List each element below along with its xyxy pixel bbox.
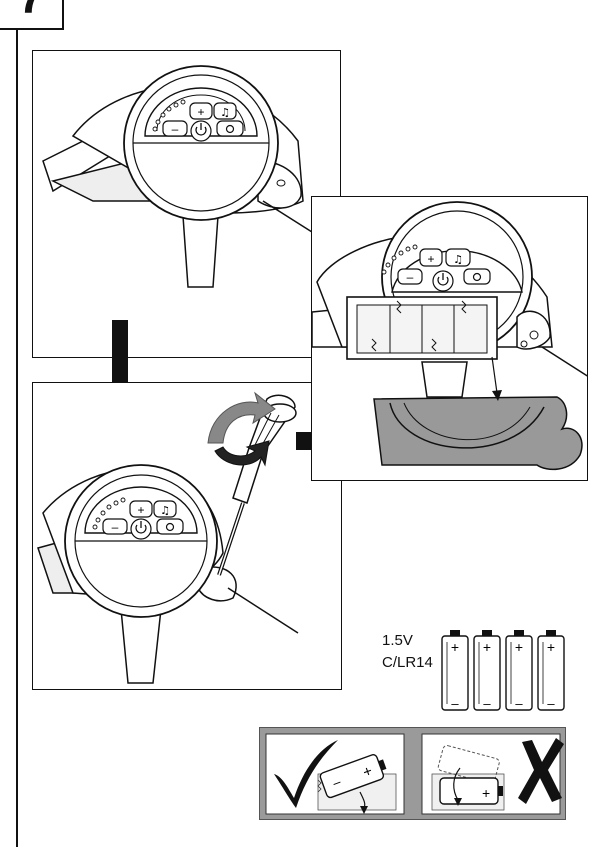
minus-button-label: – — [172, 122, 179, 136]
battery-plus-label: + — [515, 639, 523, 655]
battery-insert-correct: – + — [319, 754, 387, 799]
battery-minus-label: – — [451, 696, 459, 711]
insertion-illustration: – + + — [265, 733, 564, 815]
battery-icon: + – — [537, 630, 565, 711]
music-note-icon: ♫ — [220, 106, 230, 119]
step-number: 7 — [18, 0, 45, 22]
cross-icon — [518, 738, 564, 804]
plus-button-label: + — [137, 503, 144, 517]
timer-icon — [165, 522, 175, 532]
battery-minus-label: – — [547, 696, 555, 711]
device-open-illustration: + – ♫ — [312, 201, 587, 471]
battery-set-icon: + – + – + – + – — [441, 630, 565, 711]
plus-button-label: + — [197, 105, 204, 119]
panel-compartment-open: + – ♫ — [311, 196, 588, 481]
music-note-icon: ♫ — [160, 504, 170, 517]
battery-icon: + – — [473, 630, 501, 711]
power-icon — [195, 126, 207, 136]
timer-icon — [225, 124, 235, 134]
battery-type: C/LR14 — [382, 654, 433, 671]
minus-button-label: – — [112, 520, 119, 534]
step-number-box — [0, 0, 64, 30]
battery-insert-wrong-ghost — [437, 745, 500, 785]
battery-compartment — [346, 296, 498, 360]
insert-arrow-icon — [453, 767, 461, 801]
power-icon — [437, 276, 449, 286]
margin-line — [16, 30, 18, 847]
timer-icon — [472, 272, 482, 282]
battery-minus-label: – — [515, 696, 523, 711]
battery-plus-label: + — [483, 639, 491, 655]
battery-plus-label: + — [451, 639, 459, 655]
minus-button-label: – — [407, 270, 414, 284]
panel-unscrew: + – ♫ — [32, 382, 342, 690]
plus-button-label: + — [427, 252, 434, 266]
music-note-icon: ♫ — [453, 253, 463, 266]
battery-insert-wrong: + — [439, 777, 503, 805]
battery-plus-label: + — [547, 639, 555, 655]
device-illustration: + – ♫ — [42, 65, 340, 288]
insertion-guide: – + + — [259, 727, 566, 820]
power-icon — [135, 524, 147, 534]
cover-arrow-icon — [491, 356, 498, 394]
battery-cover — [373, 396, 583, 471]
battery-voltage: 1.5V — [382, 632, 413, 649]
rotate-arrow-icon — [207, 391, 276, 467]
checkmark-icon — [274, 740, 338, 808]
device-unscrew-illustration: + – ♫ — [37, 391, 299, 684]
battery-plus-label: + — [482, 785, 490, 801]
panel-device-closed: + – ♫ — [32, 50, 341, 358]
battery-icon: + – — [441, 630, 469, 711]
battery-icon: + – — [505, 630, 533, 711]
battery-minus-label: – — [483, 696, 491, 711]
